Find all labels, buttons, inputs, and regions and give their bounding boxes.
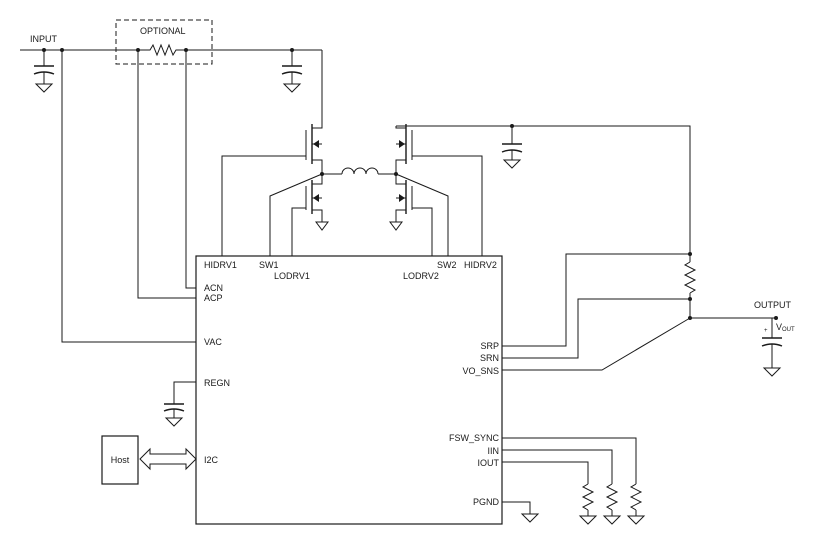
- inductor: [322, 167, 398, 176]
- pin-i2c: I2C: [204, 455, 219, 465]
- pin-vac: VAC: [204, 337, 222, 347]
- iin-resistor: [502, 449, 622, 525]
- pin-acp: ACP: [204, 293, 223, 303]
- pin-lodrv1: LODRV1: [274, 271, 310, 281]
- pin-regn: REGN: [204, 378, 230, 388]
- pin-hidrv2: HIDRV2: [464, 260, 497, 270]
- low-side-fet-1: [269, 172, 329, 260]
- host-label: Host: [111, 455, 130, 465]
- vout-label: VOUT: [776, 322, 795, 333]
- ic-left-pins: ACN ACP VAC REGN I2C: [204, 283, 230, 465]
- host-block: Host: [101, 435, 139, 485]
- pin-pgnd: PGND: [473, 497, 500, 507]
- pin-lodrv2: LODRV2: [403, 271, 439, 281]
- input-label: INPUT: [30, 34, 58, 44]
- output-capacitor-top: [501, 126, 523, 169]
- high-side-fet-2: [395, 124, 691, 260]
- ic-right-pins: SRP SRN VO_SNS FSW_SYNC IIN IOUT PGND: [449, 341, 500, 507]
- vout-plus: +: [764, 328, 768, 334]
- output-label: OUTPUT: [754, 300, 792, 310]
- i2c-bus-arrow: [139, 447, 197, 471]
- high-side-fet-1: [221, 50, 323, 260]
- pgnd-ground: [502, 501, 540, 523]
- input-sense-wires: [61, 50, 196, 343]
- pin-iout: IOUT: [478, 458, 500, 468]
- ic-top-pins: HIDRV1 SW1 LODRV1 LODRV2 SW2 HIDRV2: [204, 260, 497, 281]
- pin-sw2: SW2: [437, 260, 457, 270]
- pin-iin: IIN: [487, 446, 499, 456]
- output-capacitor: + VOUT: [761, 318, 795, 377]
- low-side-fet-2: [389, 173, 449, 260]
- iout-resistor: [502, 461, 598, 525]
- optional-sense-resistor: OPTIONAL: [115, 19, 213, 65]
- regn-capacitor: [163, 381, 196, 427]
- pin-srp: SRP: [480, 341, 499, 351]
- pin-hidrv1: HIDRV1: [204, 260, 237, 270]
- input-capacitor-2: [281, 50, 303, 93]
- pin-sw1: SW1: [259, 260, 279, 270]
- pin-acn: ACN: [204, 283, 223, 293]
- output-sense-network: OUTPUT: [502, 252, 792, 371]
- pin-fsw-sync: FSW_SYNC: [449, 433, 500, 443]
- controller-ic: [195, 255, 503, 525]
- pin-srn: SRN: [480, 353, 499, 363]
- fsw-sync-resistor: [502, 437, 646, 525]
- pin-vo-sns: VO_SNS: [462, 366, 499, 376]
- input-capacitor-1: [33, 50, 55, 93]
- optional-label: OPTIONAL: [140, 26, 186, 36]
